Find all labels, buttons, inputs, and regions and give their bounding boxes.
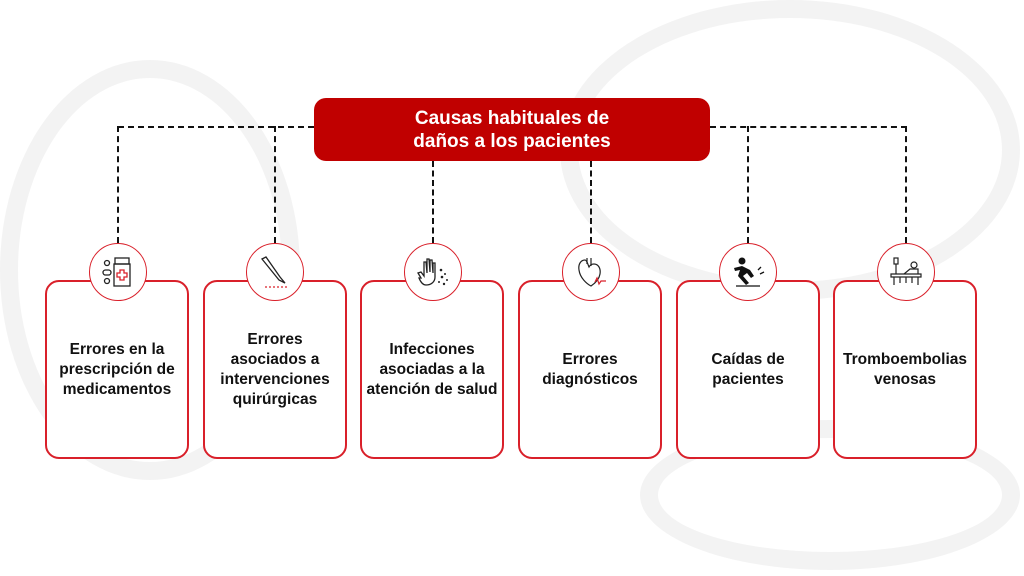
falling-person-icon — [719, 243, 777, 301]
cause-label: Tromboembolias venosas — [842, 350, 968, 388]
hand-germs-icon — [404, 243, 462, 301]
cause-card-diagnosis: Errores diagnósticos — [518, 280, 662, 459]
cause-card-infection: Infecciones asociadas a la atención de s… — [360, 280, 504, 459]
cause-card-thromboembolism: Tromboembolias venosas — [833, 280, 977, 459]
diagram-title: Causas habituales de daños a los pacient… — [314, 98, 710, 161]
title-line-1: Causas habituales de — [414, 107, 610, 129]
connector-line — [432, 161, 434, 243]
cause-label: Errores asociados a intervenciones quirú… — [220, 330, 330, 408]
connector-line — [274, 126, 276, 243]
connector-line — [118, 126, 314, 128]
cause-label: Infecciones asociadas a la atención de s… — [366, 340, 498, 398]
medicine-bottle-icon — [89, 243, 147, 301]
cause-card-medication: Errores en la prescripción de medicament… — [45, 280, 189, 459]
connector-line — [710, 126, 907, 128]
cause-label: Caídas de pacientes — [711, 350, 785, 388]
heart-icon — [562, 243, 620, 301]
scalpel-icon — [246, 243, 304, 301]
hospital-bed-icon — [877, 243, 935, 301]
connector-line — [747, 126, 749, 243]
title-line-2: daños a los pacientes — [413, 130, 611, 152]
cause-label: Errores diagnósticos — [542, 350, 638, 388]
connector-line — [117, 126, 119, 243]
connector-line — [905, 126, 907, 243]
cause-label: Errores en la prescripción de medicament… — [59, 340, 175, 398]
connector-line — [590, 161, 592, 243]
cause-card-falls: Caídas de pacientes — [676, 280, 820, 459]
cause-card-surgery: Errores asociados a intervenciones quirú… — [203, 280, 347, 459]
